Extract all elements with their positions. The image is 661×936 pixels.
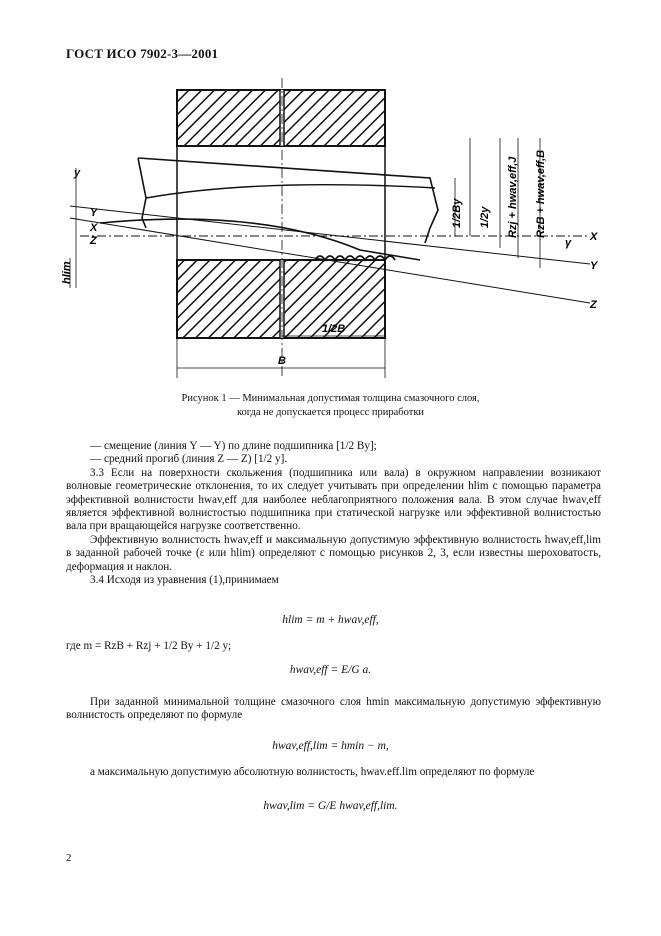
label-Y-left: Y xyxy=(90,207,99,219)
equation-3: hwav,eff,lim = hmin − m, xyxy=(272,740,389,752)
section-3-3: 3.3 Если на поверхности скольжения (подш… xyxy=(66,466,601,533)
page-number: 2 xyxy=(66,852,72,864)
figure-1-drawing: y Y X Z hlim 1/2By 1/2y Rzj + hwav,eff,J… xyxy=(61,78,599,378)
label-half-B: 1/2B xyxy=(322,323,345,335)
label-rz-b: RzB + hwav,eff,B xyxy=(535,150,547,238)
label-gamma: γ xyxy=(565,237,572,249)
where-line: где m = RzB + Rzj + 1/2 By + 1/2 y; xyxy=(66,640,232,652)
label-Z-left: Z xyxy=(89,235,98,247)
equation-1: hlim = m + hwav,eff, xyxy=(282,614,379,626)
document-header: ГОСТ ИСО 7902-3—2001 xyxy=(66,46,219,61)
label-h-lim: hlim xyxy=(61,261,73,284)
label-half-y: 1/2y xyxy=(479,206,491,228)
figure-caption: Рисунок 1 — Минимальная допустимая толщи… xyxy=(0,392,661,420)
dash-item-1: — смещение (линия Y — Y) по длине подшип… xyxy=(90,440,377,452)
label-rz-j: Rzj + hwav,eff,J xyxy=(507,156,519,238)
paragraph-absolute-waviness: а максимальную допустимую абсолютную вол… xyxy=(90,766,535,778)
caption-line-2: когда не допускается процесс приработки xyxy=(236,407,425,418)
main-text: — смещение (линия Y — Y) по длине подшип… xyxy=(66,440,601,587)
section-3-4: 3.4 Исходя из уравнения (1),принимаем xyxy=(90,574,279,587)
waviness-curve xyxy=(314,255,396,262)
caption-line-1: Рисунок 1 — Минимальная допустимая толщи… xyxy=(181,393,480,404)
equation-4: hwav,lim = G/E hwav,eff,lim. xyxy=(263,800,398,812)
paragraph-effective-waviness: Эффективную волнистость hwav,eff и макси… xyxy=(66,533,601,573)
label-y-small: y xyxy=(73,167,81,179)
label-X-left: X xyxy=(89,222,98,234)
label-X-right: X xyxy=(589,231,598,243)
equation-2: hwav,eff = E/G a. xyxy=(289,664,372,676)
paragraph-given-min-thickness: При заданной минимальной толщине смазочн… xyxy=(66,696,601,722)
label-B: B xyxy=(278,355,286,367)
label-half-By: 1/2By xyxy=(451,198,463,228)
label-Y-right: Y xyxy=(590,260,599,272)
dash-item-2: — средний прогиб (линия Z — Z) [1/2 y]. xyxy=(90,453,288,466)
label-Z-right: Z xyxy=(589,299,598,311)
